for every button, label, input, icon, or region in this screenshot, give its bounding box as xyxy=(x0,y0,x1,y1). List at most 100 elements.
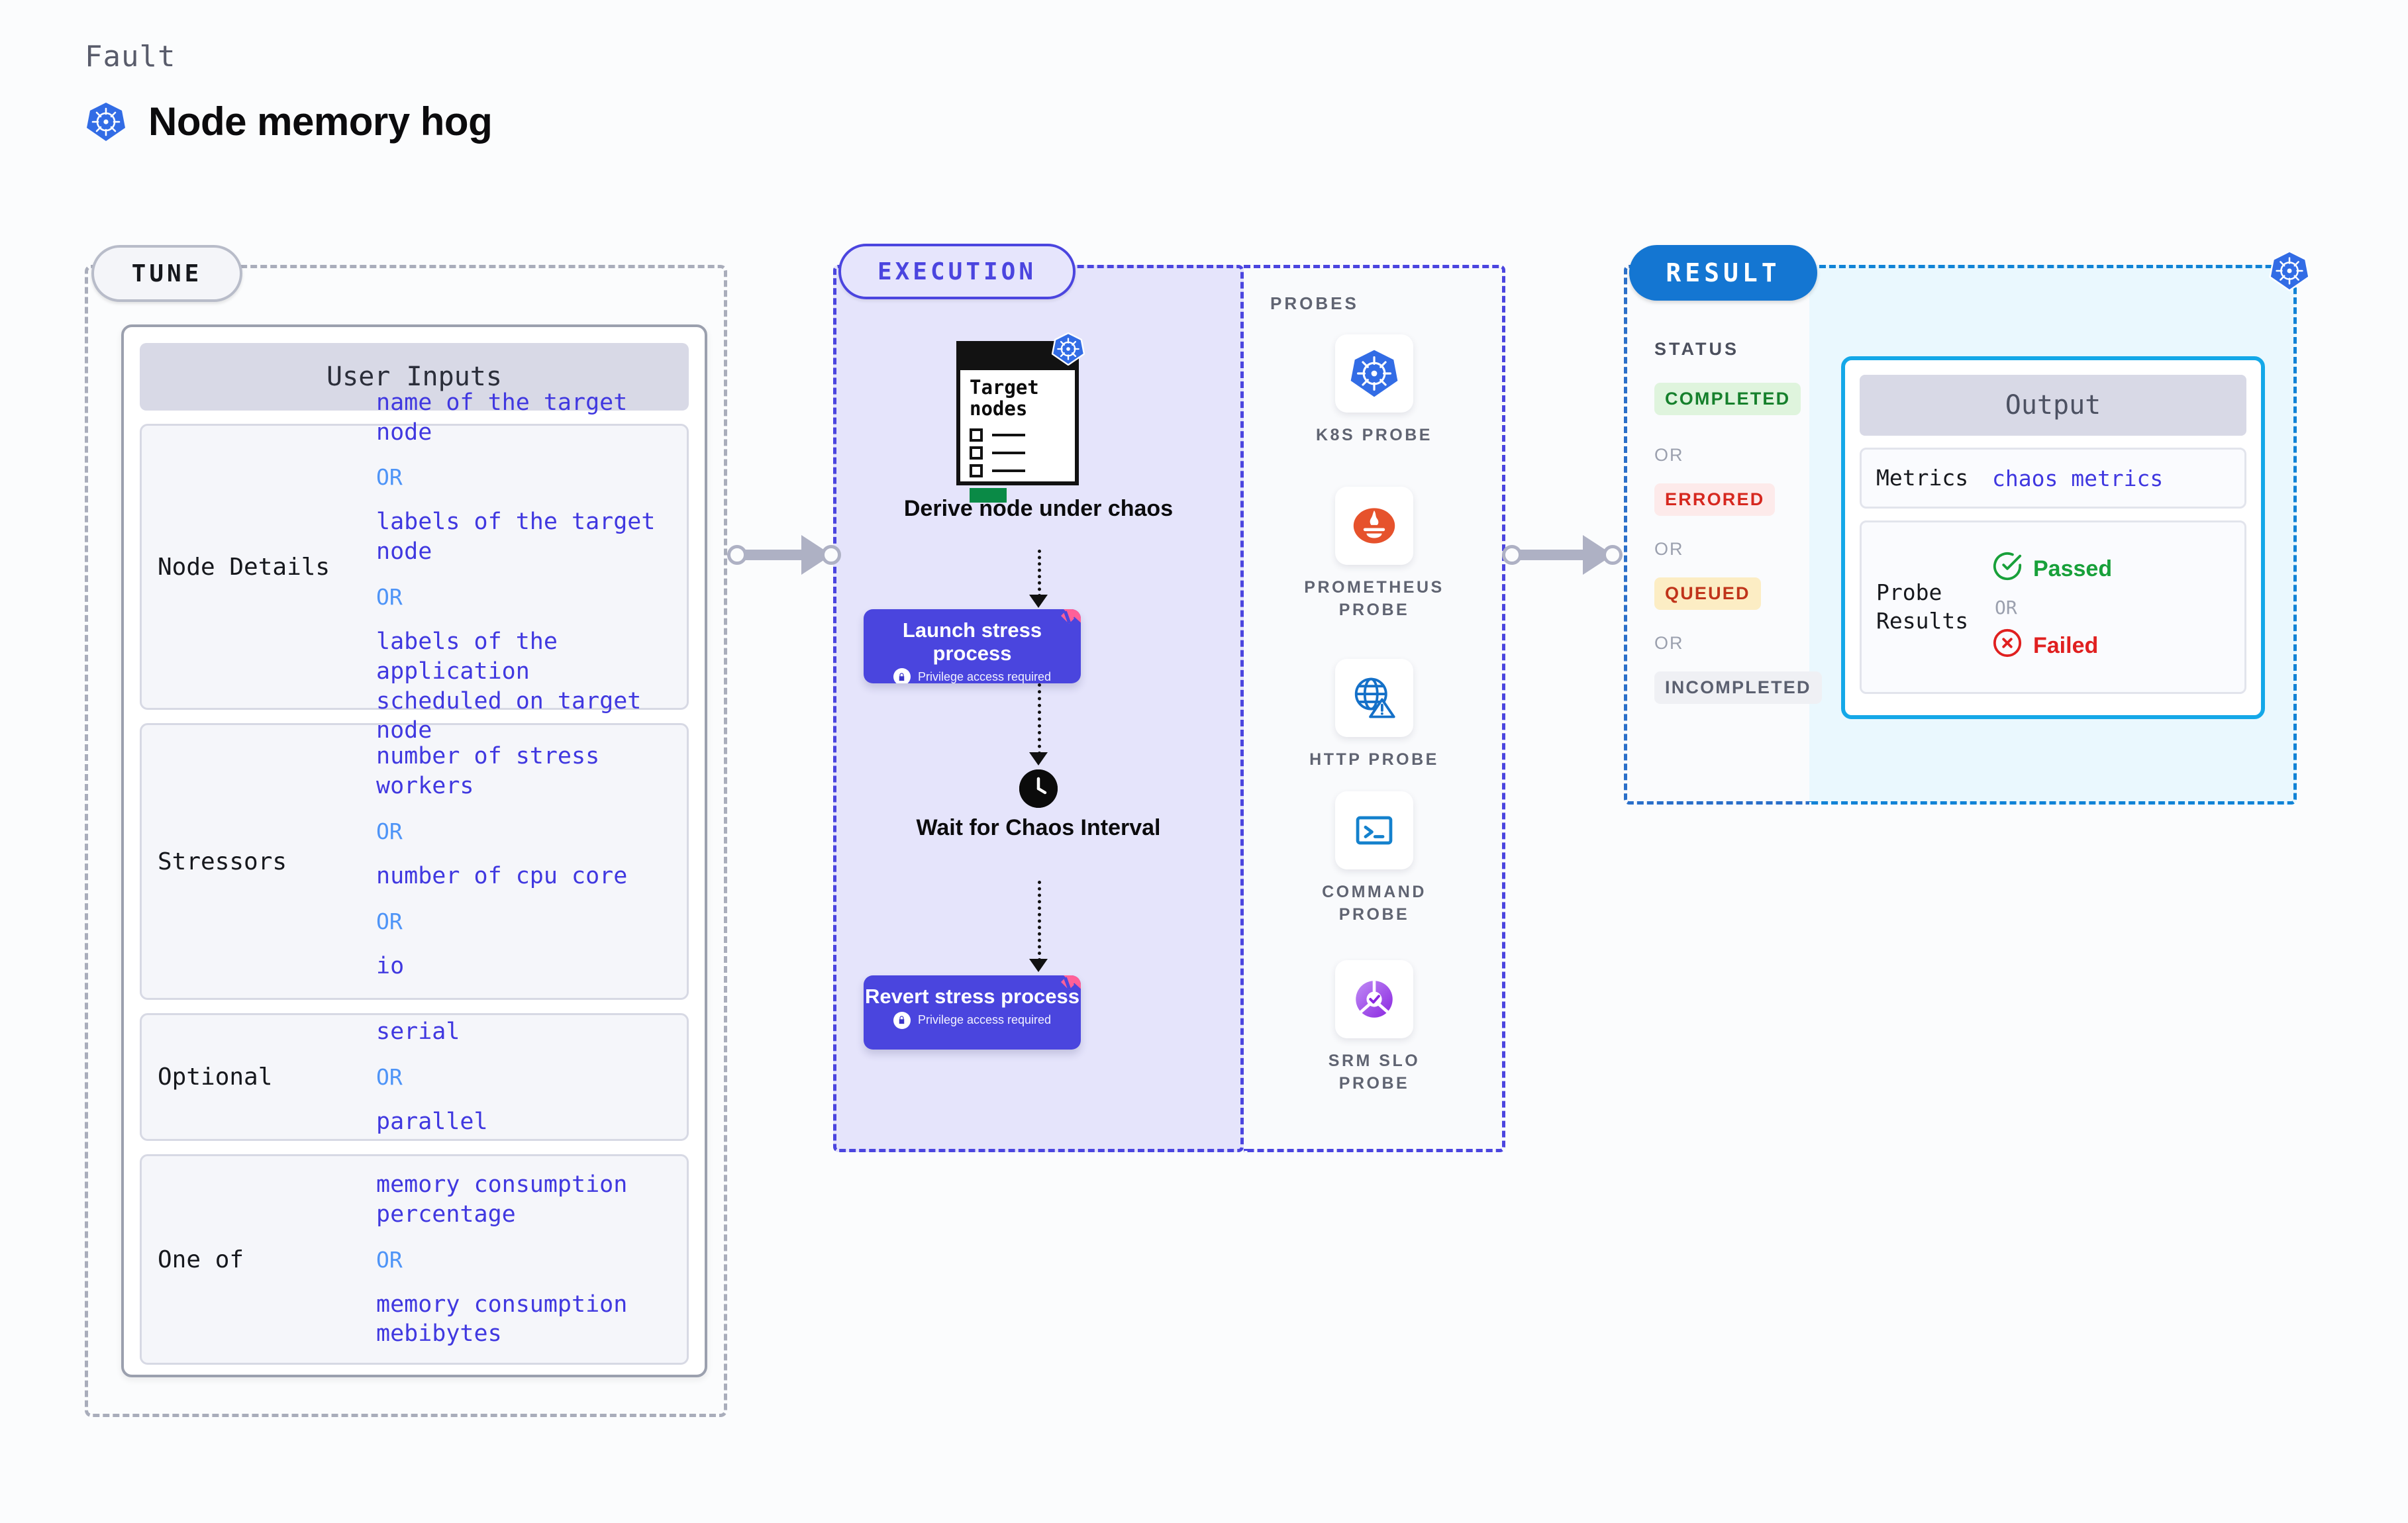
target-card-title: Target nodes xyxy=(970,376,1039,420)
tune-value: memory consumption mebibytes xyxy=(376,1291,628,1348)
status-badge-queued: QUEUED xyxy=(1654,577,1761,610)
output-metrics-values: chaos metrics xyxy=(1992,466,2244,491)
check-circle-icon xyxy=(1992,551,2023,587)
probe-result-or: OR xyxy=(1995,596,2017,618)
tune-value: labels of the target node xyxy=(376,509,656,565)
tune-group-values: number of stress workers OR number of cp… xyxy=(376,742,687,981)
execution-section-label: EXECUTION xyxy=(838,244,1076,299)
placeholder-line xyxy=(992,469,1025,472)
probe-k8s[interactable]: K8S PROBE xyxy=(1295,334,1454,447)
step-note: Privilege access required xyxy=(917,1013,1052,1027)
placeholder-line xyxy=(992,433,1025,436)
probe-result-failed: Failed xyxy=(1992,628,2244,664)
harness-logo-icon xyxy=(1044,609,1081,640)
page-header: Fault Node memory hog xyxy=(85,40,493,144)
probe-label: K8S PROBE xyxy=(1316,426,1432,444)
tune-group-values: name of the target node OR labels of the… xyxy=(376,388,687,746)
tune-or: OR xyxy=(376,818,403,844)
flow-connector xyxy=(1038,550,1041,597)
tune-group-stressors: Stressors number of stress workers OR nu… xyxy=(140,723,689,1000)
target-card-item xyxy=(960,464,1075,477)
probe-srm-slo[interactable]: SRM SLO PROBE xyxy=(1295,960,1454,1095)
probe-label: PROMETHEUS PROBE xyxy=(1304,578,1444,619)
probe-command[interactable]: COMMAND PROBE xyxy=(1295,791,1454,926)
target-card-item xyxy=(960,428,1075,442)
probe-prometheus[interactable]: PROMETHEUS PROBE xyxy=(1295,487,1454,622)
probe-http[interactable]: HTTP PROBE xyxy=(1295,659,1454,771)
tune-group-one-of: One of memory consumption percentage OR … xyxy=(140,1154,689,1365)
probe-result-passed: Passed xyxy=(1992,551,2244,587)
arrow-head-icon xyxy=(1029,595,1048,608)
user-inputs-card: User Inputs Node Details name of the tar… xyxy=(121,324,707,1377)
tune-value: memory consumption percentage xyxy=(376,1171,628,1228)
step-note-row: Privilege access required xyxy=(864,1011,1081,1029)
output-title: Output xyxy=(1860,375,2246,436)
user-inputs-title: User Inputs xyxy=(140,343,689,411)
tune-value: serial xyxy=(376,1018,460,1046)
status-badge-completed: COMPLETED xyxy=(1654,383,1801,415)
kubernetes-icon xyxy=(85,101,127,143)
output-row-metrics: Metrics chaos metrics xyxy=(1860,448,2246,509)
lock-icon xyxy=(893,668,911,683)
tune-or: OR xyxy=(376,908,403,934)
tune-group-node-details: Node Details name of the target node OR … xyxy=(140,389,689,744)
flow-connector xyxy=(1038,881,1041,961)
output-probe-results-values: Passed OR Failed xyxy=(1992,551,2244,664)
tune-value: io xyxy=(376,952,405,979)
x-circle-icon xyxy=(1992,628,2023,664)
kubernetes-icon xyxy=(1051,332,1085,369)
checkbox-icon xyxy=(970,464,983,477)
flow-connector xyxy=(1038,683,1041,755)
tune-value: number of cpu core xyxy=(376,863,628,889)
tune-or: OR xyxy=(376,464,403,491)
probes-title: PROBES xyxy=(1270,293,1359,313)
tune-section-label: TUNE xyxy=(91,245,242,302)
status-or: OR xyxy=(1654,539,1684,559)
tune-value: number of stress workers xyxy=(376,743,600,800)
terminal-icon xyxy=(1335,791,1413,869)
tune-or: OR xyxy=(376,584,403,610)
placeholder-line xyxy=(992,451,1025,454)
step-revert-stress-process: Revert stress process Privilege access r… xyxy=(864,975,1081,1050)
tune-group-label: One of xyxy=(158,1246,244,1273)
result-section-label: RESULT xyxy=(1629,245,1817,301)
tune-value: name of the target node xyxy=(376,389,628,446)
tune-group-label: Node Details xyxy=(158,553,330,581)
tune-value: labels of the application scheduled on t… xyxy=(376,628,642,744)
output-metrics-label: Metrics xyxy=(1876,464,1969,491)
status-or: OR xyxy=(1654,633,1684,653)
status-badge-errored: ERRORED xyxy=(1654,483,1776,516)
tune-group-optional: Optional serial OR parallel xyxy=(140,1013,689,1141)
tune-value: parallel xyxy=(376,1108,488,1135)
kubernetes-icon xyxy=(1335,334,1413,413)
execution-flow: Target nodes Derive node under chaos xyxy=(833,265,1244,1152)
checkbox-icon xyxy=(970,446,983,460)
probe-label: COMMAND PROBE xyxy=(1322,883,1427,924)
fault-title-row: Node memory hog xyxy=(85,99,493,144)
fault-eyebrow: Fault xyxy=(85,40,176,74)
step-caption-derive: Derive node under chaos xyxy=(903,496,1174,521)
tune-group-label: Stressors xyxy=(158,848,287,875)
target-nodes-card: Target nodes xyxy=(956,341,1079,503)
globe-warning-icon xyxy=(1335,659,1413,737)
page-title: Node memory hog xyxy=(148,99,493,144)
tune-group-values: serial OR parallel xyxy=(376,1017,687,1137)
status-title: STATUS xyxy=(1654,339,1739,359)
progress-bar xyxy=(970,487,1007,503)
lock-icon xyxy=(893,1011,911,1029)
prometheus-icon xyxy=(1335,487,1413,565)
probe-label: SRM SLO PROBE xyxy=(1328,1052,1421,1093)
failed-label: Failed xyxy=(2033,632,2099,658)
target-card-item xyxy=(960,446,1075,460)
probe-label: HTTP PROBE xyxy=(1309,750,1439,769)
arrow-head-icon xyxy=(1029,752,1048,765)
step-caption-wait: Wait for Chaos Interval xyxy=(916,815,1161,840)
status-or: OR xyxy=(1654,445,1684,465)
tune-group-values: memory consumption percentage OR memory … xyxy=(376,1170,687,1349)
checkbox-icon xyxy=(970,428,983,442)
harness-logo-icon xyxy=(1044,975,1081,1007)
output-metrics-value: chaos metrics xyxy=(1992,465,2164,491)
